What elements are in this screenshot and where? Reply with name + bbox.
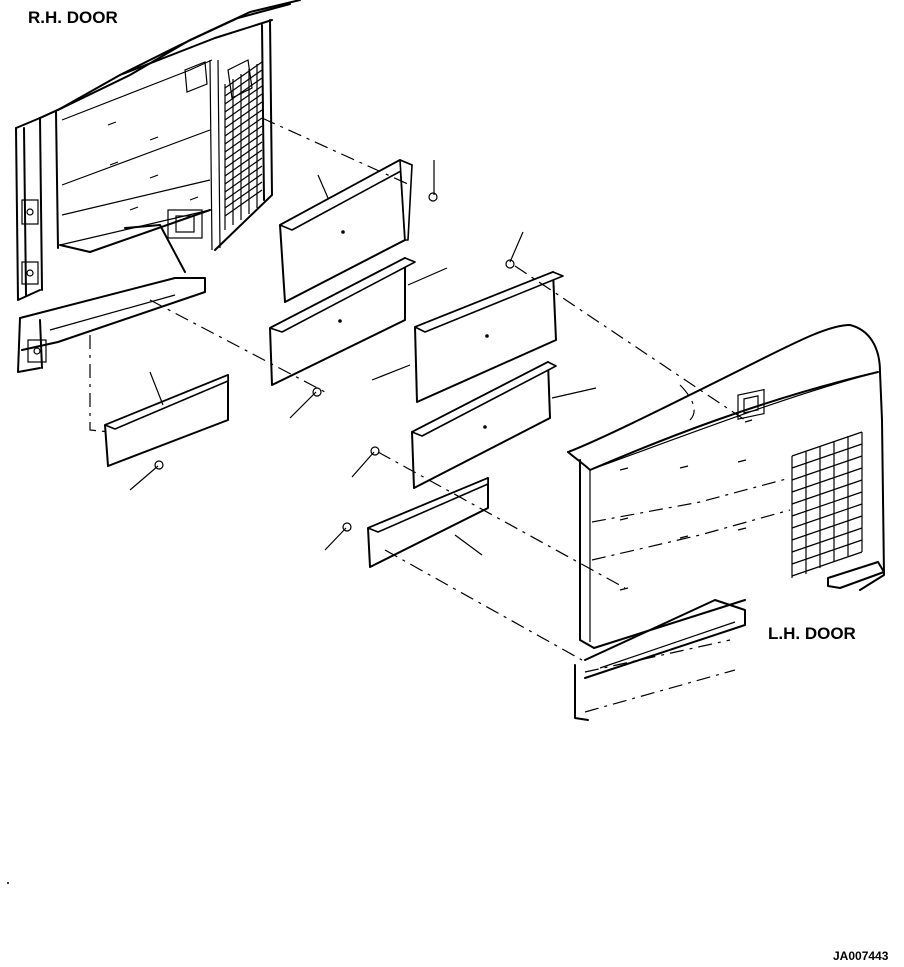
assembly-guides (89, 117, 746, 661)
pad-4 (411, 361, 557, 489)
pad-1 (279, 159, 413, 303)
pad-3 (414, 271, 564, 403)
drawing-code: JA007443 (833, 949, 889, 963)
lh-door-label: L.H. DOOR (768, 624, 856, 643)
rh-door (15, 0, 301, 373)
lh-door (567, 324, 885, 721)
pad-5 (367, 477, 489, 568)
leader-lines (149, 174, 597, 556)
fasteners (129, 160, 524, 551)
pad-2 (269, 257, 416, 386)
rh-door-label: R.H. DOOR (28, 8, 118, 27)
pad-6 (104, 374, 229, 467)
